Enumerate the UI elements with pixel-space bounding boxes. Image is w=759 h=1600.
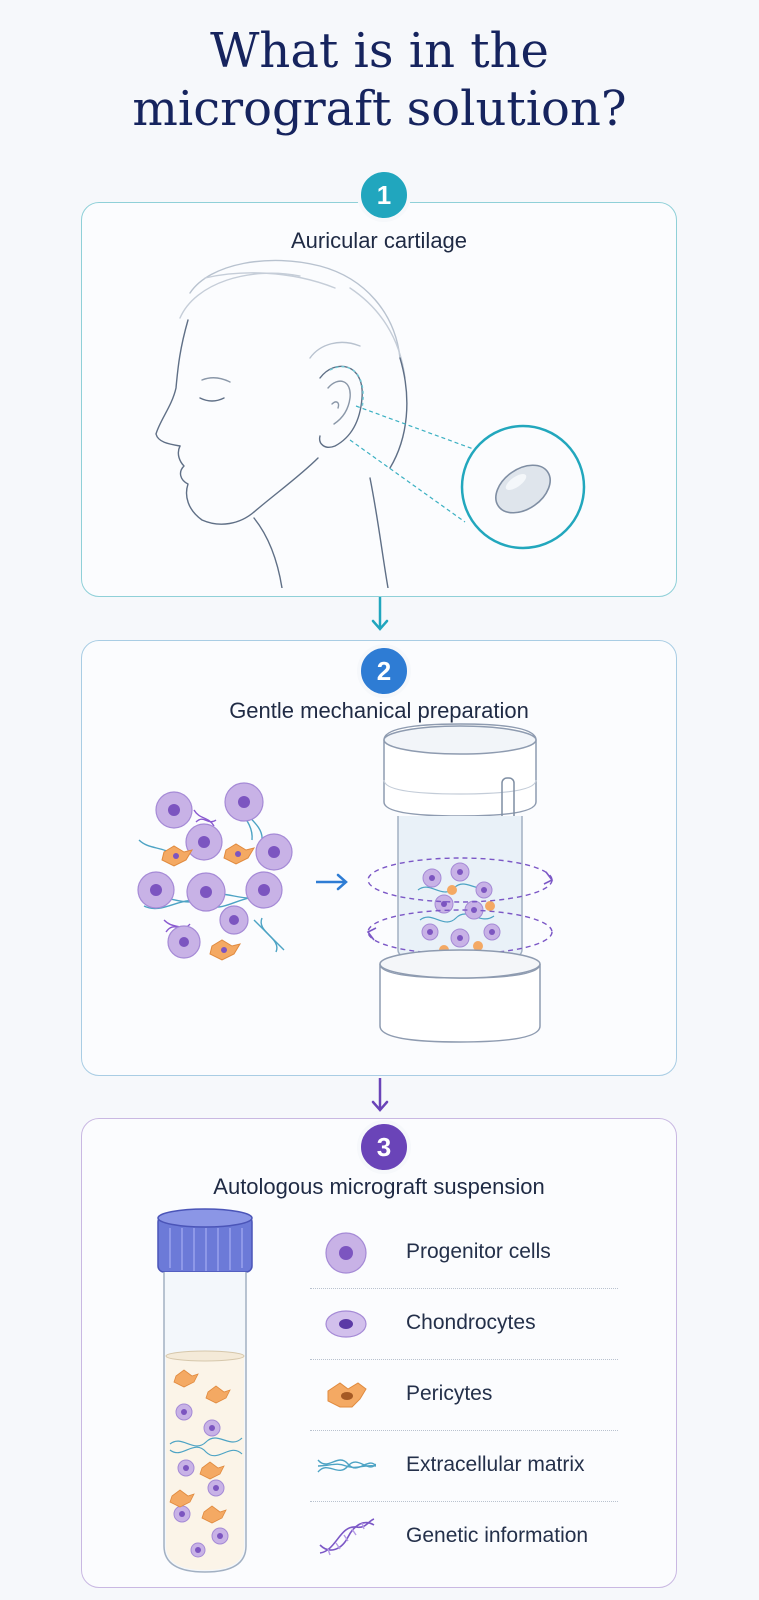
title-line-1: What is in the	[210, 23, 549, 79]
step-1-badge: 1	[357, 168, 411, 222]
processing-device-illustration	[366, 723, 554, 1043]
legend-item: Progenitor cells	[310, 1218, 618, 1289]
legend-label: Chondrocytes	[406, 1311, 536, 1334]
legend-label: Pericytes	[406, 1382, 493, 1405]
step-2-panel	[81, 640, 677, 1076]
step-3-badge: 3	[357, 1120, 411, 1174]
legend-item: Pericytes	[310, 1360, 618, 1431]
suspension-tube-illustration	[157, 1208, 253, 1573]
cartilage-sample-magnifier	[460, 424, 586, 550]
legend-label: Progenitor cells	[406, 1240, 551, 1263]
arrow-down-icon	[371, 1078, 389, 1112]
pericyte-icon	[327, 1382, 367, 1408]
arrow-right-icon	[316, 873, 348, 891]
legend-label: Genetic information	[406, 1524, 589, 1547]
step-2-label: Gentle mechanical preparation	[229, 698, 529, 723]
page-title: What is in the micrograft solution?	[0, 22, 759, 138]
step-2-badge: 2	[357, 644, 411, 698]
arrow-down-icon	[371, 597, 389, 631]
cell-cluster-illustration	[137, 782, 293, 961]
legend-label: Extracellular matrix	[406, 1453, 585, 1476]
cartilage-zoom-lines	[349, 405, 477, 523]
legend-item: Chondrocytes	[310, 1289, 618, 1360]
legend-item: Extracellular matrix	[310, 1431, 618, 1502]
head-profile-illustration	[155, 259, 408, 588]
step-1-label: Auricular cartilage	[290, 228, 468, 253]
dna-icon	[319, 1518, 375, 1556]
progenitor-cell-icon	[325, 1232, 367, 1274]
title-line-2: micrograft solution?	[132, 81, 627, 137]
chondrocyte-icon	[325, 1310, 367, 1338]
extracellular-matrix-icon	[317, 1459, 376, 1473]
step-3-label: Autologous micrograft suspension	[213, 1174, 545, 1199]
cartilage-piece-icon	[495, 464, 551, 514]
legend-item: Genetic information	[310, 1502, 618, 1572]
progenitor-cell	[137, 782, 293, 959]
legend: Progenitor cells Chondrocytes Pericytes …	[310, 1218, 618, 1572]
